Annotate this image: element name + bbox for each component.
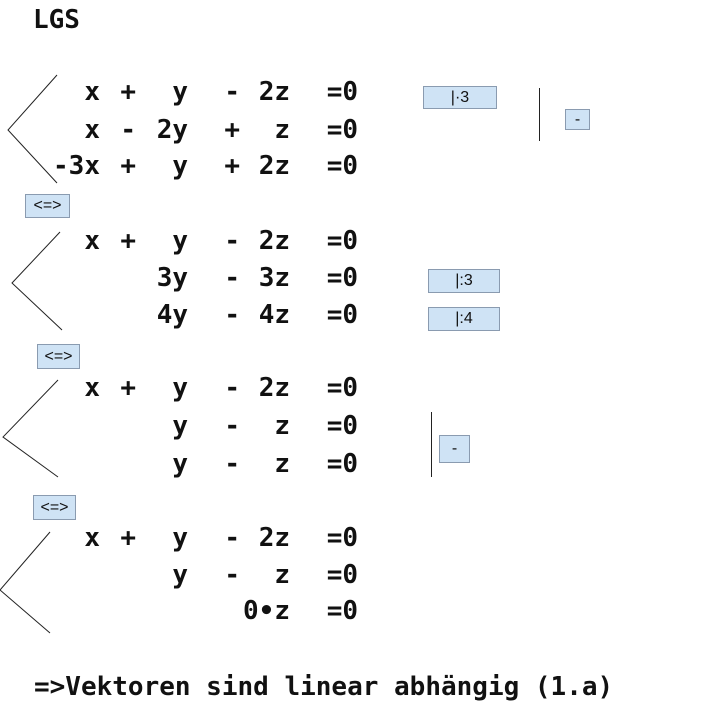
equation-term: y [172, 373, 188, 403]
equation-term: - [224, 300, 240, 330]
equation-term: 3z [258, 263, 290, 293]
equation-term: - [224, 226, 240, 256]
equation-term: - [120, 115, 136, 145]
bracket-4 [0, 531, 51, 634]
equation-term: z [274, 560, 290, 590]
equation-term: - [224, 449, 240, 479]
bracket-1 [7, 74, 58, 184]
equation-term: =0 [326, 151, 358, 181]
equation-term: =0 [326, 115, 358, 145]
equation-term: y [172, 226, 188, 256]
equation-term: x [84, 523, 100, 553]
page-title: LGS [33, 5, 80, 35]
bracket-3 [2, 379, 59, 478]
divide-3-button[interactable]: |:3 [428, 269, 500, 293]
equation-term: =0 [326, 449, 358, 479]
bracket-2 [11, 231, 63, 331]
equation-term: - [224, 523, 240, 553]
equation-term: + [224, 115, 240, 145]
equation-term: - [224, 373, 240, 403]
equation-term: z [274, 449, 290, 479]
equation-term: 4z [258, 300, 290, 330]
equation-term: z [274, 411, 290, 441]
equation-term: =0 [326, 77, 358, 107]
equation-term: z [274, 115, 290, 145]
equivalence-button[interactable]: <=> [37, 344, 80, 369]
equation-term: 4y [156, 300, 188, 330]
equation-term: y [172, 523, 188, 553]
equation-term: 2z [258, 77, 290, 107]
equation-term: + [120, 523, 136, 553]
subtract-button[interactable]: - [439, 435, 470, 463]
equation-term: =0 [326, 373, 358, 403]
equation-term: - [224, 411, 240, 441]
equation-term: x [84, 115, 100, 145]
equation-term: 0•z [243, 596, 290, 626]
divide-4-button[interactable]: |:4 [428, 307, 500, 331]
equation-term: x [84, 77, 100, 107]
equation-term: 2z [258, 373, 290, 403]
row-operation-line [431, 412, 432, 477]
equation-term: x [84, 373, 100, 403]
equation-term: 3y [156, 263, 188, 293]
equation-term: 2z [258, 151, 290, 181]
equation-term: y [172, 449, 188, 479]
equation-term: =0 [326, 523, 358, 553]
equation-term: + [120, 226, 136, 256]
equation-term: =0 [326, 226, 358, 256]
equation-term: =0 [326, 596, 358, 626]
equation-term: y [172, 151, 188, 181]
conclusion-text: =>Vektoren sind linear abhängig (1.a) [34, 672, 614, 702]
equation-term: 2y [156, 115, 188, 145]
row-operation-line [539, 88, 540, 141]
equivalence-button[interactable]: <=> [25, 194, 70, 218]
equation-term: y [172, 560, 188, 590]
equation-term: + [120, 77, 136, 107]
equation-term: + [120, 373, 136, 403]
equation-term: =0 [326, 411, 358, 441]
equation-term: 2z [258, 523, 290, 553]
equation-term: + [120, 151, 136, 181]
equation-term: x [84, 226, 100, 256]
equation-term: - [224, 77, 240, 107]
equation-term: 2z [258, 226, 290, 256]
equation-term: - [224, 560, 240, 590]
multiply-3-button[interactable]: |·3 [423, 86, 497, 109]
equation-term: - [224, 263, 240, 293]
equivalence-button[interactable]: <=> [33, 495, 76, 520]
equation-term: y [172, 411, 188, 441]
subtract-button[interactable]: - [565, 109, 590, 130]
equation-term: =0 [326, 263, 358, 293]
equation-term: y [172, 77, 188, 107]
equation-term: -3x [53, 151, 100, 181]
equation-term: =0 [326, 300, 358, 330]
equation-term: + [224, 151, 240, 181]
equation-term: =0 [326, 560, 358, 590]
